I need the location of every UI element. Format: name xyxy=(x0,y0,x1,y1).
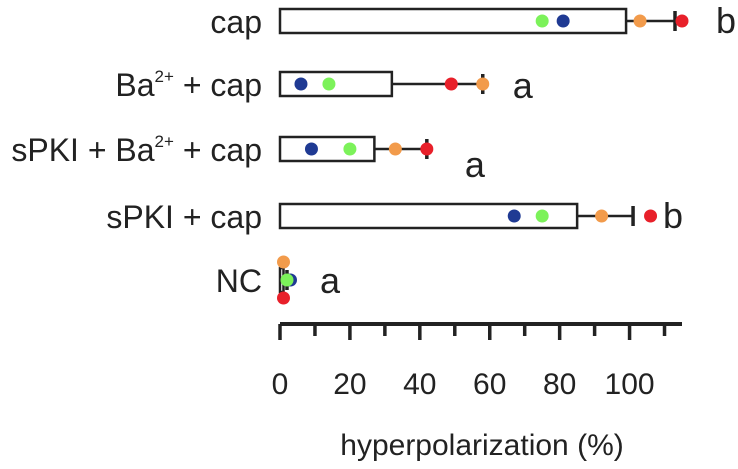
data-point xyxy=(280,273,294,287)
x-tick-label: 80 xyxy=(543,368,576,401)
category-label: sPKI + Ba2+ + cap xyxy=(11,132,262,168)
category-label-main: NC xyxy=(216,263,262,299)
category-label: sPKI + cap xyxy=(106,199,262,235)
bar xyxy=(278,135,376,163)
data-point xyxy=(535,209,549,223)
data-point xyxy=(644,209,658,223)
category-label: Ba2+ + cap xyxy=(115,67,262,103)
data-point xyxy=(343,142,357,156)
category-label-superscript: 2+ xyxy=(155,132,174,151)
data-point xyxy=(304,142,318,156)
data-point xyxy=(507,209,521,223)
data-point xyxy=(276,291,290,305)
significance-letter: b xyxy=(716,0,736,41)
category-label: NC xyxy=(216,263,262,299)
data-point xyxy=(294,77,308,91)
significance-letter: a xyxy=(465,144,486,185)
data-point xyxy=(476,77,490,91)
significance-letter: a xyxy=(513,65,534,106)
category-row: cap b xyxy=(210,0,736,41)
category-label: cap xyxy=(210,4,262,40)
x-tick-label: 20 xyxy=(333,368,366,401)
data-point xyxy=(420,142,434,156)
category-label-suffix: + cap xyxy=(174,132,262,168)
data-point xyxy=(535,14,549,28)
x-axis: 0 20 40 60 80 100 xyxy=(272,322,682,401)
category-label-suffix: + cap xyxy=(174,67,262,103)
category-row: NC a xyxy=(216,255,341,305)
data-point xyxy=(322,77,336,91)
category-row: Ba2+ + cap a xyxy=(115,65,533,106)
bar xyxy=(278,7,628,35)
x-axis-label: hyperpolarization (%) xyxy=(340,429,623,462)
data-point xyxy=(595,209,609,223)
x-tick-label: 60 xyxy=(473,368,506,401)
data-point xyxy=(675,14,689,28)
bar xyxy=(278,202,579,230)
data-point xyxy=(556,14,570,28)
data-point xyxy=(276,255,290,269)
significance-letter: b xyxy=(663,195,683,236)
x-tick-label: 40 xyxy=(403,368,436,401)
category-label-main: Ba xyxy=(115,67,154,103)
category-label-superscript: 2+ xyxy=(155,67,174,86)
data-point xyxy=(444,77,458,91)
category-label-main: sPKI + cap xyxy=(106,199,262,235)
category-row: sPKI + cap b xyxy=(106,195,683,236)
data-point xyxy=(388,142,402,156)
category-label-main: sPKI + Ba xyxy=(11,132,154,168)
category-row: sPKI + Ba2+ + cap a xyxy=(11,132,485,185)
data-point xyxy=(633,14,647,28)
significance-letter: a xyxy=(320,260,341,301)
x-tick-label: 0 xyxy=(272,368,289,401)
x-tick-label: 100 xyxy=(605,368,655,401)
category-label-main: cap xyxy=(210,4,262,40)
